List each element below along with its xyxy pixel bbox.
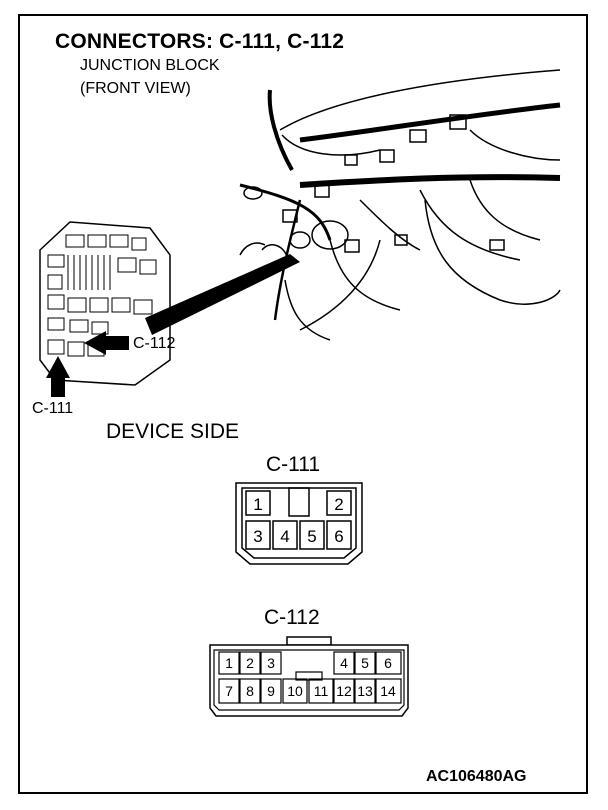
c111-pin: 5 xyxy=(307,527,316,546)
subtitle-junction-block: JUNCTION BLOCK xyxy=(80,57,220,74)
c111-pin: 6 xyxy=(334,527,343,546)
junction-block xyxy=(39,221,171,386)
dashboard-illustration xyxy=(239,69,561,341)
c112-pin: 13 xyxy=(357,683,373,699)
c112-pin: 3 xyxy=(267,655,275,671)
connector-c112-name: C-112 xyxy=(264,606,320,629)
leader-wedge xyxy=(145,254,300,335)
callout-label-c111: C-111 xyxy=(32,400,74,417)
c112-pin: 7 xyxy=(225,683,233,699)
c112-pin: 10 xyxy=(287,683,303,699)
callout-arrow-c112 xyxy=(84,331,129,355)
c111-pin: 1 xyxy=(253,495,262,514)
c111-pin: 3 xyxy=(253,527,262,546)
diagram-title: CONNECTORS: C-111, C-112 xyxy=(55,30,345,53)
c112-pin: 9 xyxy=(267,683,275,699)
c112-pin: 4 xyxy=(340,655,348,671)
subtitle-front-view: (FRONT VIEW) xyxy=(80,80,191,97)
c112-pin: 14 xyxy=(380,683,396,699)
c112-pin: 2 xyxy=(246,655,254,671)
connector-c112-face: 1 2 3 4 5 6 7 8 9 10 11 12 13 14 xyxy=(209,636,409,717)
c112-pin: 8 xyxy=(246,683,254,699)
connector-c111-face: 1 2 3 4 5 6 xyxy=(235,482,363,565)
c111-pin: 4 xyxy=(280,527,289,546)
connector-c111-name: C-111 xyxy=(266,453,321,476)
c111-pin: 2 xyxy=(334,495,343,514)
c112-pin: 1 xyxy=(225,655,233,671)
callout-arrow-c111 xyxy=(46,356,70,397)
c112-pin: 6 xyxy=(384,655,392,671)
c112-pin: 12 xyxy=(336,683,352,699)
figure-id: AC106480AG xyxy=(426,768,527,785)
callout-label-c112: C-112 xyxy=(133,335,176,352)
diagram-frame xyxy=(18,14,588,794)
c112-pin: 11 xyxy=(314,683,329,699)
c112-pin: 5 xyxy=(361,655,369,671)
device-side-label: DEVICE SIDE xyxy=(106,420,240,443)
